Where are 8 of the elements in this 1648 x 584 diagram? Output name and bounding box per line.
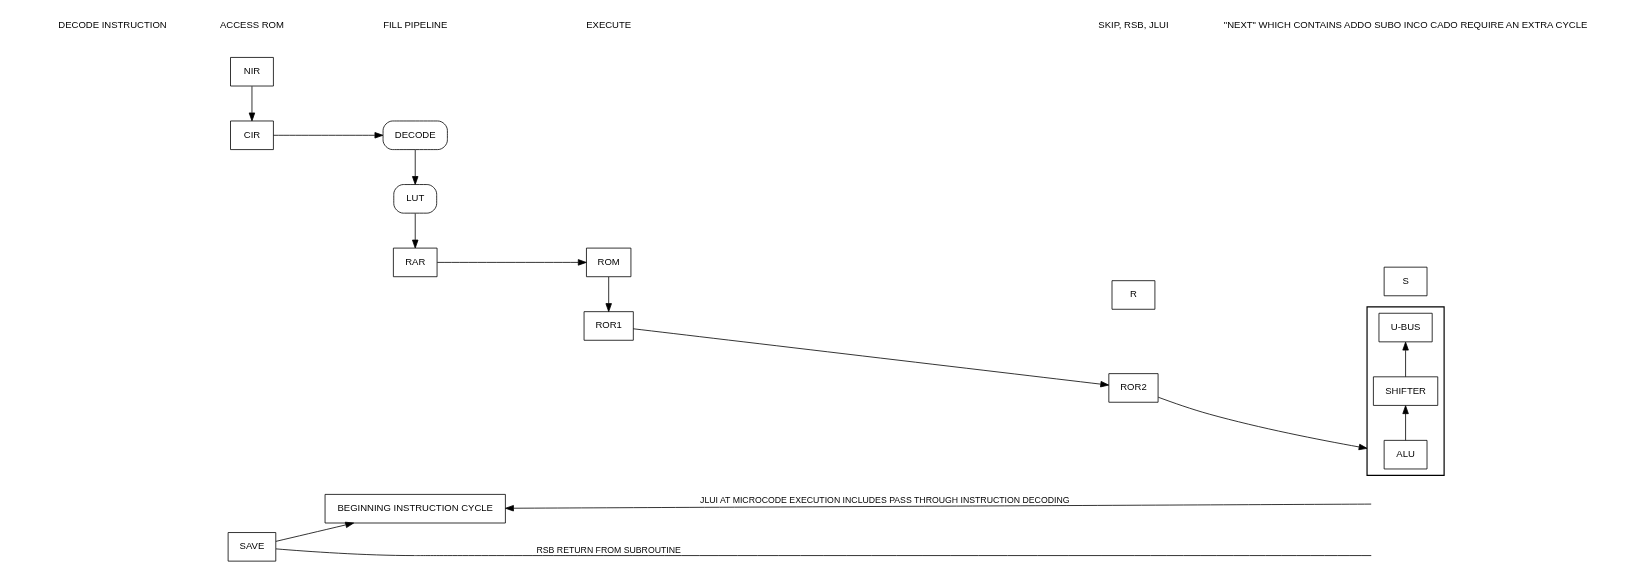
edge-label: JLUI AT MICROCODE EXECUTION INCLUDES PASS THROUGH INSTRUCTION DECODING (700, 494, 1070, 505)
edge-label: RSB RETURN FROM SUBROUTINE (536, 545, 681, 556)
label: EXECUTE (586, 19, 632, 31)
label: "NEXT" WHICH CONTAINS ADDO SUBO INCO CADO REQUIRE AN EXTRA CYCLE (1223, 19, 1588, 31)
label: ACCESS ROM (219, 19, 284, 31)
label: FILL PIPELINE (383, 19, 448, 31)
label: SKIP, RSB, JLUI (1098, 19, 1169, 31)
label: DECODE INSTRUCTION (58, 19, 167, 31)
